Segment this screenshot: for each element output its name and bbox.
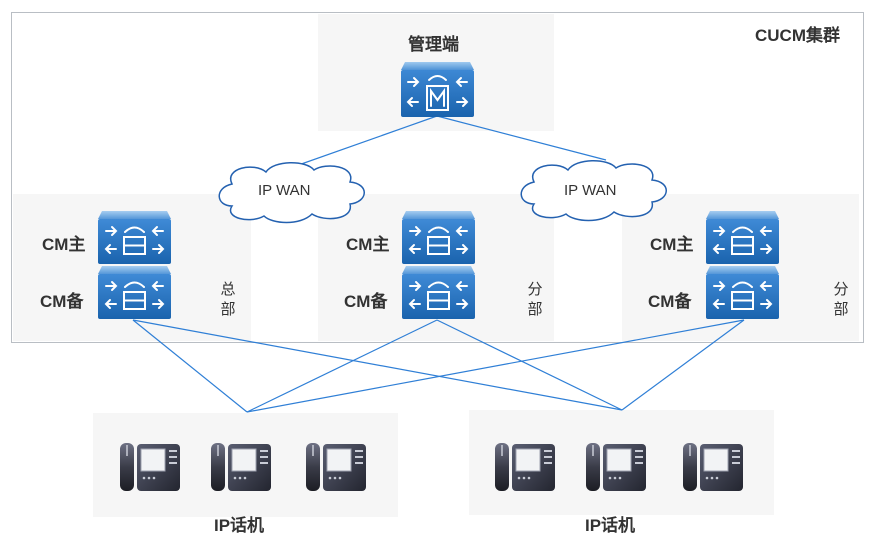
site-name-label: 总 部 <box>220 280 236 320</box>
phone-group-label-1: IP话机 <box>214 516 265 535</box>
cm-primary-label: CM主 <box>650 235 694 254</box>
link-branch2-phones2 <box>621 319 745 411</box>
ip-phone-icon[interactable] <box>682 442 744 497</box>
phone-group-label-2: IP话机 <box>585 516 636 535</box>
cucm-cluster-boundary <box>11 12 864 343</box>
site-name-char-2: 部 <box>220 301 236 318</box>
ip-phone-icon[interactable] <box>585 442 647 497</box>
cm-backup-server-icon[interactable] <box>402 266 475 324</box>
cm-backup-server-icon[interactable] <box>706 266 779 324</box>
site-name-char-2: 部 <box>833 301 849 318</box>
site-name-label: 分 部 <box>833 280 849 320</box>
link-mgmt-wan2 <box>436 115 607 161</box>
site-name-char-2: 部 <box>527 301 543 318</box>
wan-label-1: IP WAN <box>258 182 311 199</box>
site-name-char-1: 分 <box>833 281 849 298</box>
cm-backup-server-icon[interactable] <box>98 266 171 324</box>
cm-backup-label: CM备 <box>344 292 388 311</box>
ip-phone-icon[interactable] <box>305 442 367 497</box>
link-hq-phones1 <box>132 319 248 413</box>
ip-phone-icon[interactable] <box>210 442 272 497</box>
cm-primary-server-icon[interactable] <box>98 211 171 269</box>
wan-cloud-1: IP WAN <box>214 160 370 229</box>
ip-phone-icon[interactable] <box>494 442 556 497</box>
link-hq-phones2 <box>132 319 623 411</box>
cm-primary-label: CM主 <box>42 235 86 254</box>
link-branch2-phones1 <box>246 319 745 413</box>
cm-backup-label: CM备 <box>40 292 84 311</box>
link-branch1-phones1 <box>246 319 438 413</box>
cluster-title: CUCM集群 <box>755 26 840 45</box>
cloud-icon <box>218 162 365 224</box>
site-name-label: 分 部 <box>527 280 543 320</box>
link-branch1-phones2 <box>436 319 623 411</box>
site-name-char-1: 分 <box>527 281 543 298</box>
cloud-icon <box>520 160 667 222</box>
ip-phone-icon[interactable] <box>119 442 181 497</box>
wan-label-2: IP WAN <box>564 182 617 199</box>
cm-primary-server-icon[interactable] <box>402 211 475 269</box>
link-mgmt-wan1 <box>289 115 438 169</box>
management-server-icon[interactable] <box>401 62 474 122</box>
cm-primary-label: CM主 <box>346 235 390 254</box>
management-title: 管理端 <box>408 35 459 54</box>
wan-cloud-2: IP WAN <box>516 158 672 227</box>
cm-primary-server-icon[interactable] <box>706 211 779 269</box>
cm-backup-label: CM备 <box>648 292 692 311</box>
site-name-char-1: 总 <box>220 281 236 298</box>
